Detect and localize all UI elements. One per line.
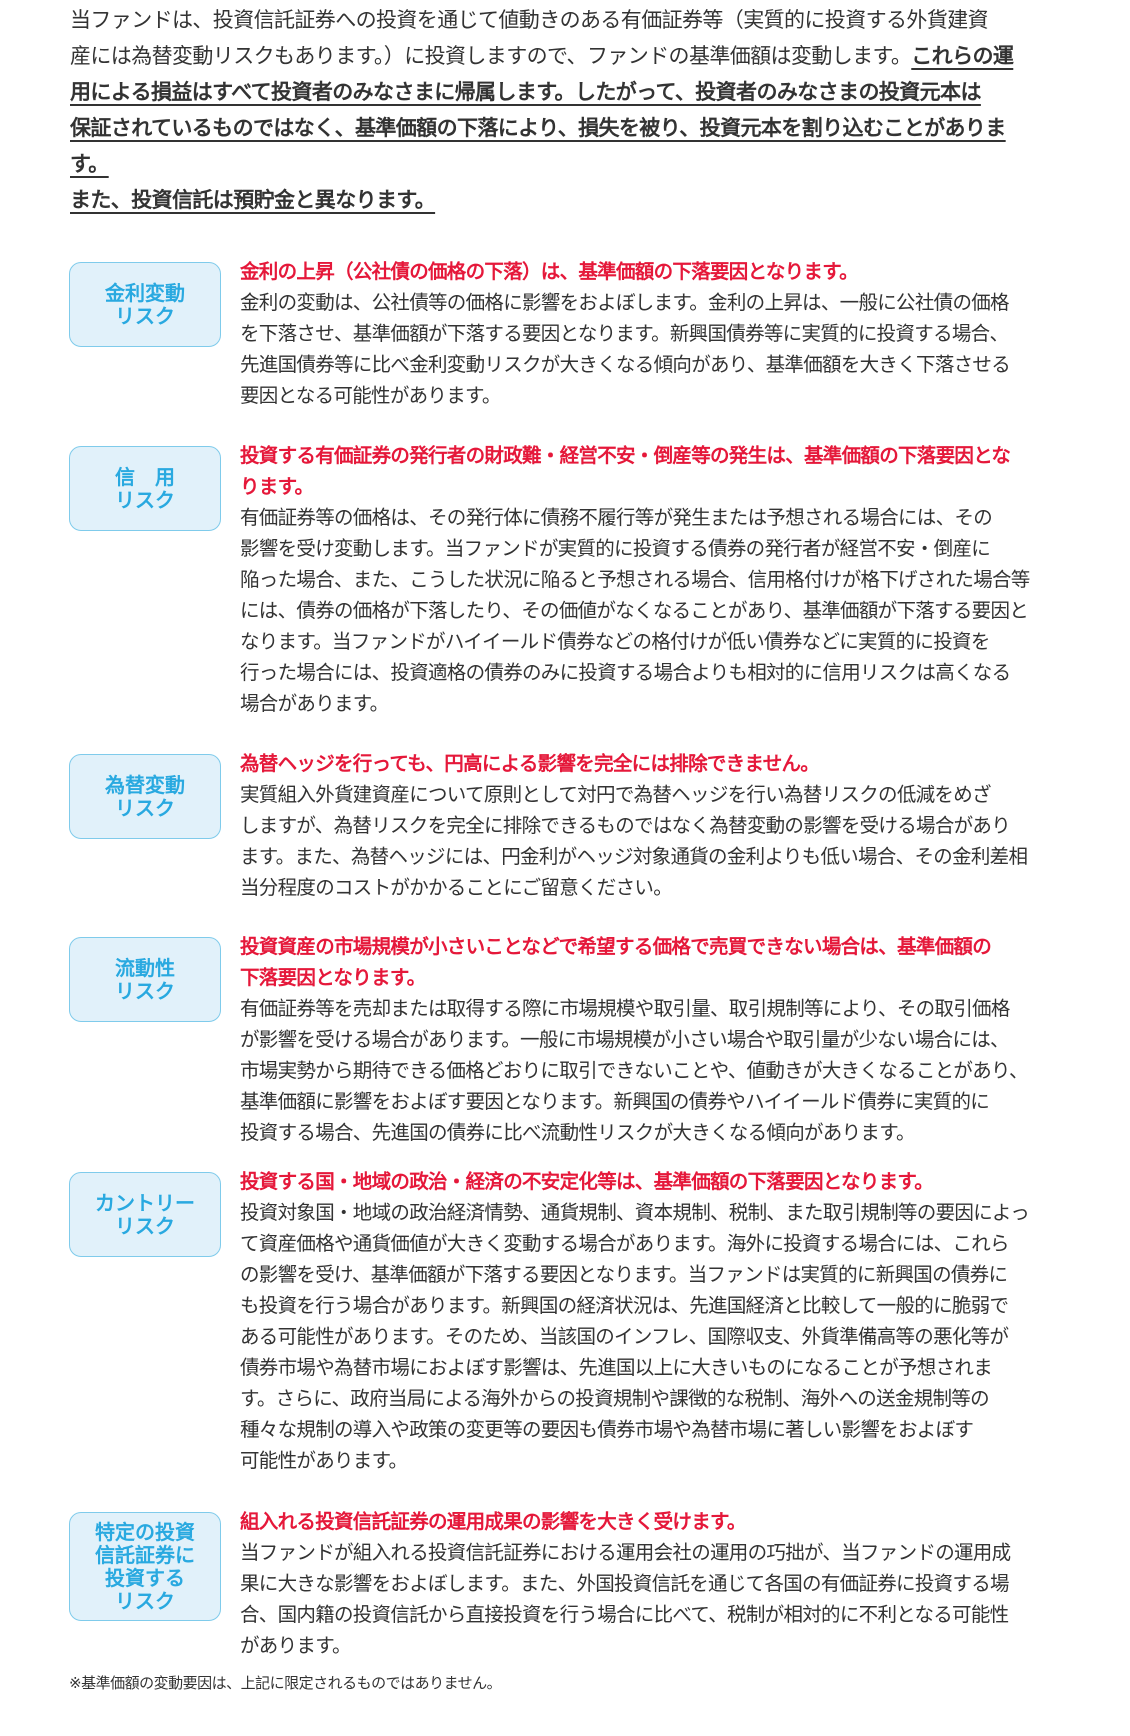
risk-badge-label: 信 用: [115, 464, 175, 489]
intro-paragraph: 当ファンドは、投資信託証券への投資を通じて値動きのある有価証券等（実質的に投資す…: [70, 2, 1070, 218]
risk-description: す。さらに、政府当局による海外からの投資規制や課徴的な税制、海外への送金規制等の: [240, 1387, 990, 1410]
intro-line: 産には為替変動リスクもあります。）に投資しますので、ファンドの基準価額は変動しま…: [70, 38, 1070, 74]
risk-badge: 流動性リスク: [69, 937, 221, 1022]
risk-badge-label: 流動性: [115, 955, 175, 980]
risk-description: 可能性があります。: [240, 1449, 408, 1472]
risk-badge: 信 用リスク: [69, 446, 221, 531]
risk-headline: ります。: [240, 475, 314, 498]
risk-description: も投資を行う場合があります。新興国の経済状況は、先進国経済と比較して一般的に脆弱…: [240, 1294, 1009, 1317]
risk-description: 市場実勢から期待できる価格どおりに取引できないことや、値動きが大きくなることがあ…: [240, 1059, 1029, 1082]
risk-description: を下落させ、基準価額が下落する要因となります。新興国債券等に実質的に投資する場合…: [240, 322, 1009, 345]
risk-description: 当ファンドが組入れる投資信託証券における運用会社の運用の巧拙が、当ファンドの運用…: [240, 1541, 1011, 1564]
intro-emphasis-text: す。: [70, 152, 109, 176]
risk-description: しますが、為替リスクを完全に排除できるものではなく為替変動の影響を受ける場合があ…: [240, 814, 1011, 837]
risk-badge-label: 為替変動: [105, 772, 185, 797]
intro-emphasis-text: 保証されているものではなく、基準価額の下落により、損失を被り、投資元本を割り込む…: [70, 116, 1006, 140]
intro-line: また、投資信託は預貯金と異なります。: [70, 182, 1070, 218]
risk-badge-label: リスク: [115, 1213, 175, 1238]
risk-headline: 組入れる投資信託証券の運用成果の影響を大きく受けます。: [240, 1510, 746, 1533]
risk-badge-label: リスク: [115, 1588, 175, 1613]
risk-badge-label: リスク: [115, 487, 175, 512]
risk-description: には、債券の価格が下落したり、その価値がなくなることがあり、基準価額が下落する要…: [240, 599, 1029, 622]
risk-description: 行った場合には、投資適格の債券のみに投資する場合よりも相対的に信用リスクは高くな…: [240, 661, 1011, 684]
risk-description: 影響を受け変動します。当ファンドが実質的に投資する債券の発行者が経営不安・倒産に: [240, 537, 991, 560]
risk-badge-label: リスク: [115, 795, 175, 820]
risk-description: 投資する場合、先進国の債券に比べ流動性リスクが大きくなる傾向があります。: [240, 1121, 916, 1144]
risk-description: の影響を受け、基準価額が下落する要因となります。当ファンドは実質的に新興国の債券…: [240, 1263, 1008, 1286]
risk-headline: 下落要因となります。: [240, 966, 426, 989]
risk-description: 要因となる可能性があります。: [240, 384, 501, 407]
risk-description: 有価証券等の価格は、その発行体に債務不履行等が発生または予想される場合には、その: [240, 506, 993, 529]
risk-description: 合、国内籍の投資信託から直接投資を行う場合に比べて、税制が相対的に不利となる可能…: [240, 1603, 1009, 1626]
risk-description: て資産価格や通貨価値が大きく変動する場合があります。海外に投資する場合には、これ…: [240, 1232, 1010, 1255]
risk-description: 投資対象国・地域の政治経済情勢、通貨規制、資本規制、税制、また取引規制等の要因に…: [240, 1201, 1030, 1224]
risk-headline: 投資する有価証券の発行者の財政難・経営不安・倒産等の発生は、基準価額の下落要因と…: [240, 444, 1011, 467]
intro-emphasis-text: また、投資信託は預貯金と異なります。: [70, 188, 436, 212]
risk-description: ます。また、為替ヘッジには、円金利がヘッジ対象通貨の金利よりも低い場合、その金利…: [240, 845, 1028, 868]
risk-section: 投資資産の市場規模が小さいことなどで希望する価格で売買できない場合は、基準価額の…: [240, 931, 1070, 1148]
risk-headline: 金利の上昇（公社債の価格の下落）は、基準価額の下落要因となります。: [240, 260, 859, 283]
intro-emphasis-text: 用による損益はすべて投資者のみなさまに帰属します。したがって、投資者のみなさまの…: [70, 80, 981, 104]
risk-badge: 金利変動リスク: [69, 262, 221, 347]
risk-headline: 投資する国・地域の政治・経済の不安定化等は、基準価額の下落要因となります。: [240, 1170, 934, 1193]
intro-text: 産には為替変動リスクもあります。）に投資しますので、ファンドの基準価額は変動しま…: [70, 44, 912, 68]
risk-description: 債券市場や為替市場におよぼす影響は、先進国以上に大きいものになることが予想されま: [240, 1356, 993, 1379]
risk-badge: 特定の投資信託証券に投資するリスク: [69, 1512, 221, 1621]
risk-description: 先進国債券等に比べ金利変動リスクが大きくなる傾向があり、基準価額を大きく下落させ…: [240, 353, 1011, 376]
risk-badge-label: 投資する: [105, 1565, 185, 1590]
risk-description: 実質組入外貨建資産について原則として対円で為替ヘッジを行い為替リスクの低減をめざ: [240, 783, 992, 806]
risk-description: 基準価額に影響をおよぼす要因となります。新興国の債券やハイイールド債券に実質的に: [240, 1090, 990, 1113]
risk-badge-label: 特定の投資: [95, 1519, 195, 1544]
risk-section: 為替ヘッジを行っても、円高による影響を完全には排除できません。実質組入外貨建資産…: [240, 748, 1070, 903]
risk-description: があります。: [240, 1634, 352, 1657]
risk-description: 種々な規制の導入や政策の変更等の要因も債券市場や為替市場に著しい影響をおよぼす: [240, 1418, 974, 1441]
risk-section: 投資する国・地域の政治・経済の不安定化等は、基準価額の下落要因となります。投資対…: [240, 1166, 1070, 1476]
risk-description: ある可能性があります。そのため、当該国のインフレ、国際収支、外貨準備高等の悪化等…: [240, 1325, 1009, 1348]
risk-badge: カントリーリスク: [69, 1172, 221, 1257]
risk-description: が影響を受ける場合があります。一般に市場規模が小さい場合や取引量が少ない場合には…: [240, 1028, 1010, 1051]
risk-description: 金利の変動は、公社債等の価格に影響をおよぼします。金利の上昇は、一般に公社債の価…: [240, 291, 1010, 314]
risk-description: 果に大きな影響をおよぼします。また、外国投資信託を通じて各国の有価証券に投資する…: [240, 1572, 1010, 1595]
risk-description: 当分程度のコストがかかることにご留意ください。: [240, 876, 673, 899]
intro-text: 当ファンドは、投資信託証券への投資を通じて値動きのある有価証券等（実質的に投資す…: [70, 8, 989, 32]
risk-badge-label: リスク: [115, 303, 175, 328]
risk-badge-label: リスク: [115, 978, 175, 1003]
intro-line: 用による損益はすべて投資者のみなさまに帰属します。したがって、投資者のみなさまの…: [70, 74, 1070, 110]
intro-emphasis-text: これらの運: [911, 44, 1014, 68]
risk-section: 金利の上昇（公社債の価格の下落）は、基準価額の下落要因となります。金利の変動は、…: [240, 256, 1070, 411]
risk-description: 陥った場合、また、こうした状況に陥ると予想される場合、信用格付けが格下げされた場…: [240, 568, 1030, 591]
intro-line: 保証されているものではなく、基準価額の下落により、損失を被り、投資元本を割り込む…: [70, 110, 1070, 146]
risk-badge-label: 金利変動: [105, 280, 185, 305]
risk-headline: 投資資産の市場規模が小さいことなどで希望する価格で売買できない場合は、基準価額の: [240, 935, 992, 958]
risk-badge-label: カントリー: [95, 1190, 195, 1215]
risk-badge-label: 信託証券に: [95, 1542, 195, 1567]
risk-description: 有価証券等を売却または取得する際に市場規模や取引量、取引規制等により、その取引価…: [240, 997, 1010, 1020]
intro-line: 当ファンドは、投資信託証券への投資を通じて値動きのある有価証券等（実質的に投資す…: [70, 2, 1070, 38]
risk-section: 投資する有価証券の発行者の財政難・経営不安・倒産等の発生は、基準価額の下落要因と…: [240, 440, 1070, 719]
risk-description: 場合があります。: [240, 692, 389, 715]
risk-headline: 為替ヘッジを行っても、円高による影響を完全には排除できません。: [240, 752, 820, 775]
intro-line: す。: [70, 146, 1070, 182]
footnote: ※基準価額の変動要因は、上記に限定されるものではありません。: [69, 1674, 502, 1692]
risk-description: なります。当ファンドがハイイールド債券などの格付けが低い債券などに実質的に投資を: [240, 630, 990, 653]
risk-badge: 為替変動リスク: [69, 754, 221, 839]
risk-section: 組入れる投資信託証券の運用成果の影響を大きく受けます。当ファンドが組入れる投資信…: [240, 1506, 1070, 1661]
